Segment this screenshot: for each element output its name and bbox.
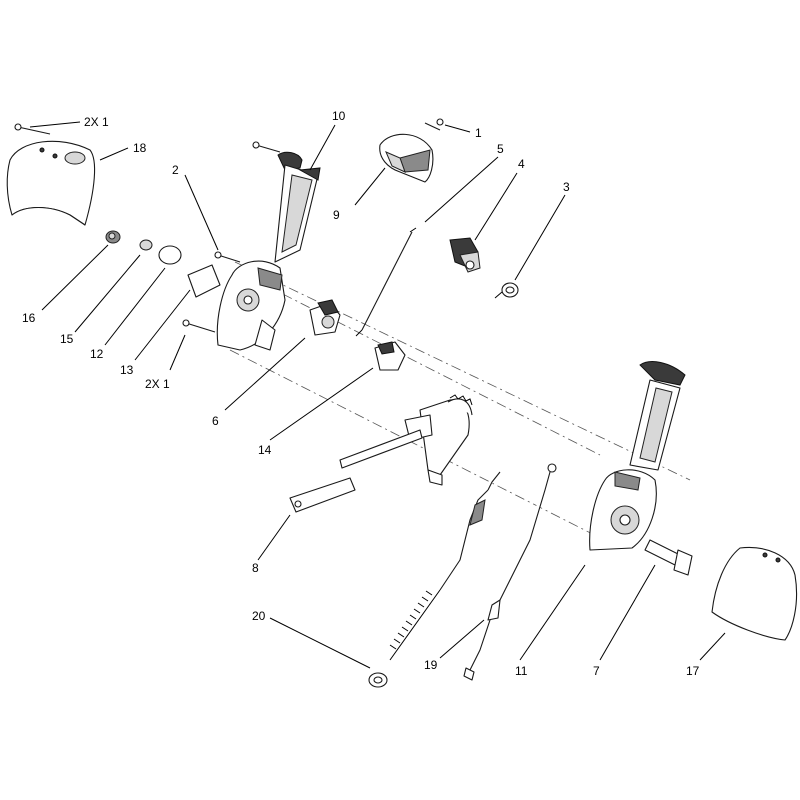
- label-10: 10: [332, 109, 346, 123]
- part-16-nut: [105, 230, 121, 244]
- label-9: 9: [333, 208, 340, 222]
- label-8: 8: [252, 561, 259, 575]
- part-8-shaft-gear: [289, 394, 473, 513]
- label-19: 19: [424, 658, 438, 672]
- part-11-right-lever: [589, 361, 686, 551]
- label-4: 4: [518, 157, 525, 171]
- part-19-thin-cable: [463, 463, 557, 681]
- label-6: 6: [212, 414, 219, 428]
- label-1-top-right: 1: [475, 126, 482, 140]
- part-4-latch: [449, 237, 481, 273]
- label-7: 7: [593, 664, 600, 678]
- part-1-screw-top-left: [14, 123, 51, 135]
- part-13-plate: [187, 264, 221, 298]
- part-10-left-lever: [216, 141, 321, 351]
- part-7-bolt: [644, 539, 693, 576]
- part-3-spring: [494, 282, 519, 299]
- part-2-screw: [214, 251, 241, 263]
- part-14-clip: [374, 341, 406, 371]
- label-5: 5: [497, 142, 504, 156]
- part-6-bushing: [309, 299, 341, 336]
- label-12: 12: [90, 347, 104, 361]
- label-15: 15: [60, 332, 74, 346]
- part-17-right-cover: [711, 546, 798, 641]
- label-3: 3: [563, 180, 570, 194]
- leader-lines: [29, 121, 726, 669]
- part-labels: 1 2X 1 18 2 10 9 5 4 3 16 15 12 13 2X 1 …: [22, 109, 700, 678]
- part-20-cable-spring: [368, 471, 501, 688]
- label-17: 17: [686, 664, 700, 678]
- label-14: 14: [258, 443, 272, 457]
- part-15-washer: [139, 239, 153, 251]
- part-12-disc: [158, 245, 182, 265]
- label-13: 13: [120, 363, 134, 377]
- part-18-left-cover: [6, 140, 96, 226]
- label-20: 20: [252, 609, 266, 623]
- label-2x1-top-left: 2X 1: [84, 115, 109, 129]
- label-2x1-bottom-left: 2X 1: [145, 377, 170, 391]
- label-2: 2: [172, 163, 179, 177]
- label-18: 18: [133, 141, 147, 155]
- part-1-screw-lower-left: [182, 319, 216, 333]
- part-5-rod: [355, 227, 417, 337]
- label-11: 11: [515, 664, 528, 678]
- label-16: 16: [22, 311, 36, 325]
- part-9-knob-cover: [379, 118, 444, 183]
